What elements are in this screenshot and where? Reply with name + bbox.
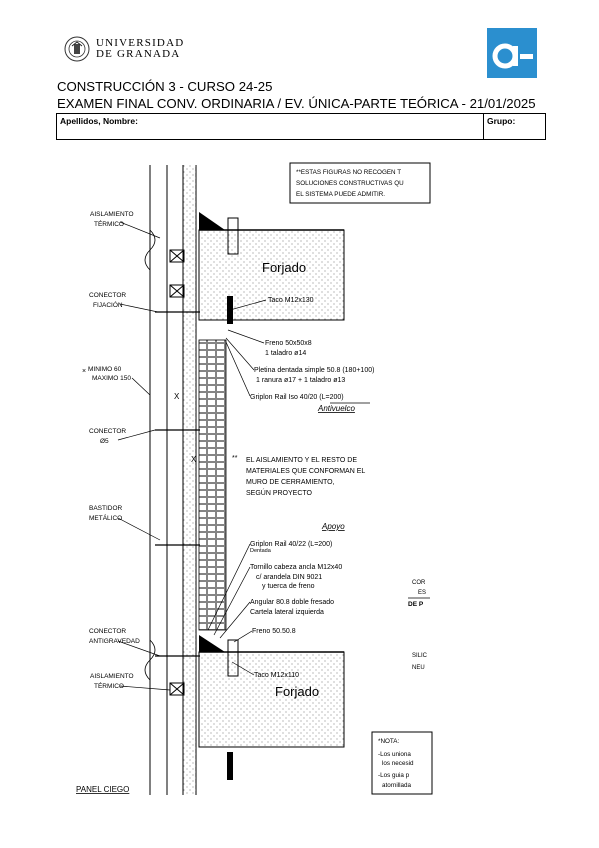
- label-bastidor: BASTIDOR: [89, 505, 123, 512]
- dim-prefix: ×: [82, 368, 86, 375]
- university-name: UNIVERSIDAD DE GRANADA: [96, 37, 185, 60]
- label-apoyo: Apoyo: [321, 522, 345, 531]
- divider: [483, 114, 484, 139]
- university-logo: UNIVERSIDAD DE GRANADA: [64, 36, 184, 62]
- right-cor: COR: [412, 580, 426, 586]
- label-angular-2: Cartela lateral izquierda: [250, 609, 324, 616]
- label-freno-1: Freno 50x50x8: [265, 340, 312, 347]
- label-maximo: MAXIMO 150: [92, 375, 131, 382]
- label-conector-fijacion: CONECTOR: [89, 292, 126, 299]
- label-taco-bottom: Taco M12x110: [254, 672, 299, 679]
- label-pletina-1: Pletina dentada simple 50.8 (180+100): [254, 367, 374, 374]
- brick-wall: [198, 339, 227, 631]
- nota-title: *NOTA:: [378, 738, 399, 745]
- right-neu: NEU: [412, 665, 425, 671]
- label-aislamiento-bottom: AISLAMIENTO: [90, 673, 134, 680]
- technical-drawing: **ESTAS FIGURAS NO RECOGEN T SOLUCIONES …: [76, 162, 433, 795]
- name-field[interactable]: Apellidos, Nombre:: [60, 116, 138, 126]
- label-termico-top: TÉRMICO: [94, 219, 124, 228]
- right-dep: DE P: [408, 601, 424, 608]
- label-pletina-2: 1 ranura ø17 + 1 taladro ø13: [256, 377, 345, 384]
- nota-ais-4: SEGÚN PROYECTO: [246, 488, 313, 497]
- label-conector-o: CONECTOR: [89, 428, 126, 435]
- label-termico-bottom: TÉRMICO: [94, 681, 124, 690]
- right-es: ES: [418, 590, 426, 596]
- nota-line3: -Los guia p: [378, 772, 410, 779]
- label-o5: Ø5: [100, 438, 109, 445]
- slab-top: [198, 229, 345, 321]
- right-sili: SILIC: [412, 653, 428, 659]
- label-metalico: METÁLICO: [89, 513, 122, 522]
- label-aislamiento-top: AISLAMIENTO: [90, 211, 134, 218]
- label-tornillo-3: y tuerca de freno: [262, 583, 315, 590]
- dim-x-upper: X: [174, 392, 180, 401]
- exam-title: EXAMEN FINAL CONV. ORDINARIA / EV. ÚNICA…: [57, 96, 536, 111]
- nota-ais-2: MATERIALES QUE CONFORMAN EL: [246, 468, 365, 475]
- forjado-bottom: Forjado: [275, 684, 319, 699]
- dim-x-lower: X: [191, 455, 197, 464]
- label-conector-anti: CONECTOR: [89, 628, 126, 635]
- university-seal-icon: [64, 36, 90, 62]
- nota-ais-3: MURO DE CERRAMIENTO,: [246, 479, 335, 486]
- insulation-strip: [183, 165, 196, 795]
- label-antigravedad: ANTIGRAVEDAD: [89, 638, 140, 645]
- label-griplon-2a: Griplon Rail 40/22 (L=200): [250, 541, 332, 548]
- nota-ais-1: EL AISLAMIENTO Y EL RESTO DE: [246, 457, 357, 464]
- group-field[interactable]: Grupo:: [487, 116, 516, 126]
- label-griplon-2b: Dentada: [250, 548, 272, 554]
- asterisks: **: [232, 455, 238, 462]
- label-panel-ciego: PANEL CIEGO: [76, 785, 129, 794]
- a-logo-icon: [487, 28, 537, 78]
- course-title: CONSTRUCCIÓN 3 - CURSO 24-25: [57, 79, 273, 94]
- label-tornillo-1: Tornillo cabeza ancla M12x40: [250, 564, 342, 571]
- nota-line1: -Los uniona: [378, 751, 411, 758]
- top-note-line3: EL SISTEMA PUEDE ADMITIR.: [296, 191, 385, 198]
- label-freno-b: Freno 50.50.8: [252, 628, 296, 635]
- slab-bottom: [198, 651, 345, 748]
- label-angular-1: Angular 80.8 doble fresado: [250, 599, 334, 606]
- label-antivuelco: Antivuelco: [317, 404, 355, 413]
- student-info-box: Apellidos, Nombre: Grupo:: [56, 113, 546, 140]
- nota-line4: atornillada: [382, 782, 412, 789]
- label-taco-top: Taco M12x130: [268, 297, 314, 304]
- label-tornillo-2: c/ arandela DIN 9021: [256, 574, 322, 581]
- label-fijacion: FIJACIÓN: [93, 300, 123, 309]
- label-griplon-1: Griplon Rail Iso 40/20 (L=200): [250, 394, 344, 401]
- forjado-top: Forjado: [262, 260, 306, 275]
- top-note-line2: SOLUCIONES CONSTRUCTIVAS QU: [296, 180, 404, 187]
- label-freno-2: 1 taladro ø14: [265, 350, 306, 357]
- top-note-line1: **ESTAS FIGURAS NO RECOGEN T: [296, 169, 401, 176]
- nota-line2: los necesid: [382, 760, 414, 767]
- label-minimo: MINIMO 60: [88, 366, 122, 373]
